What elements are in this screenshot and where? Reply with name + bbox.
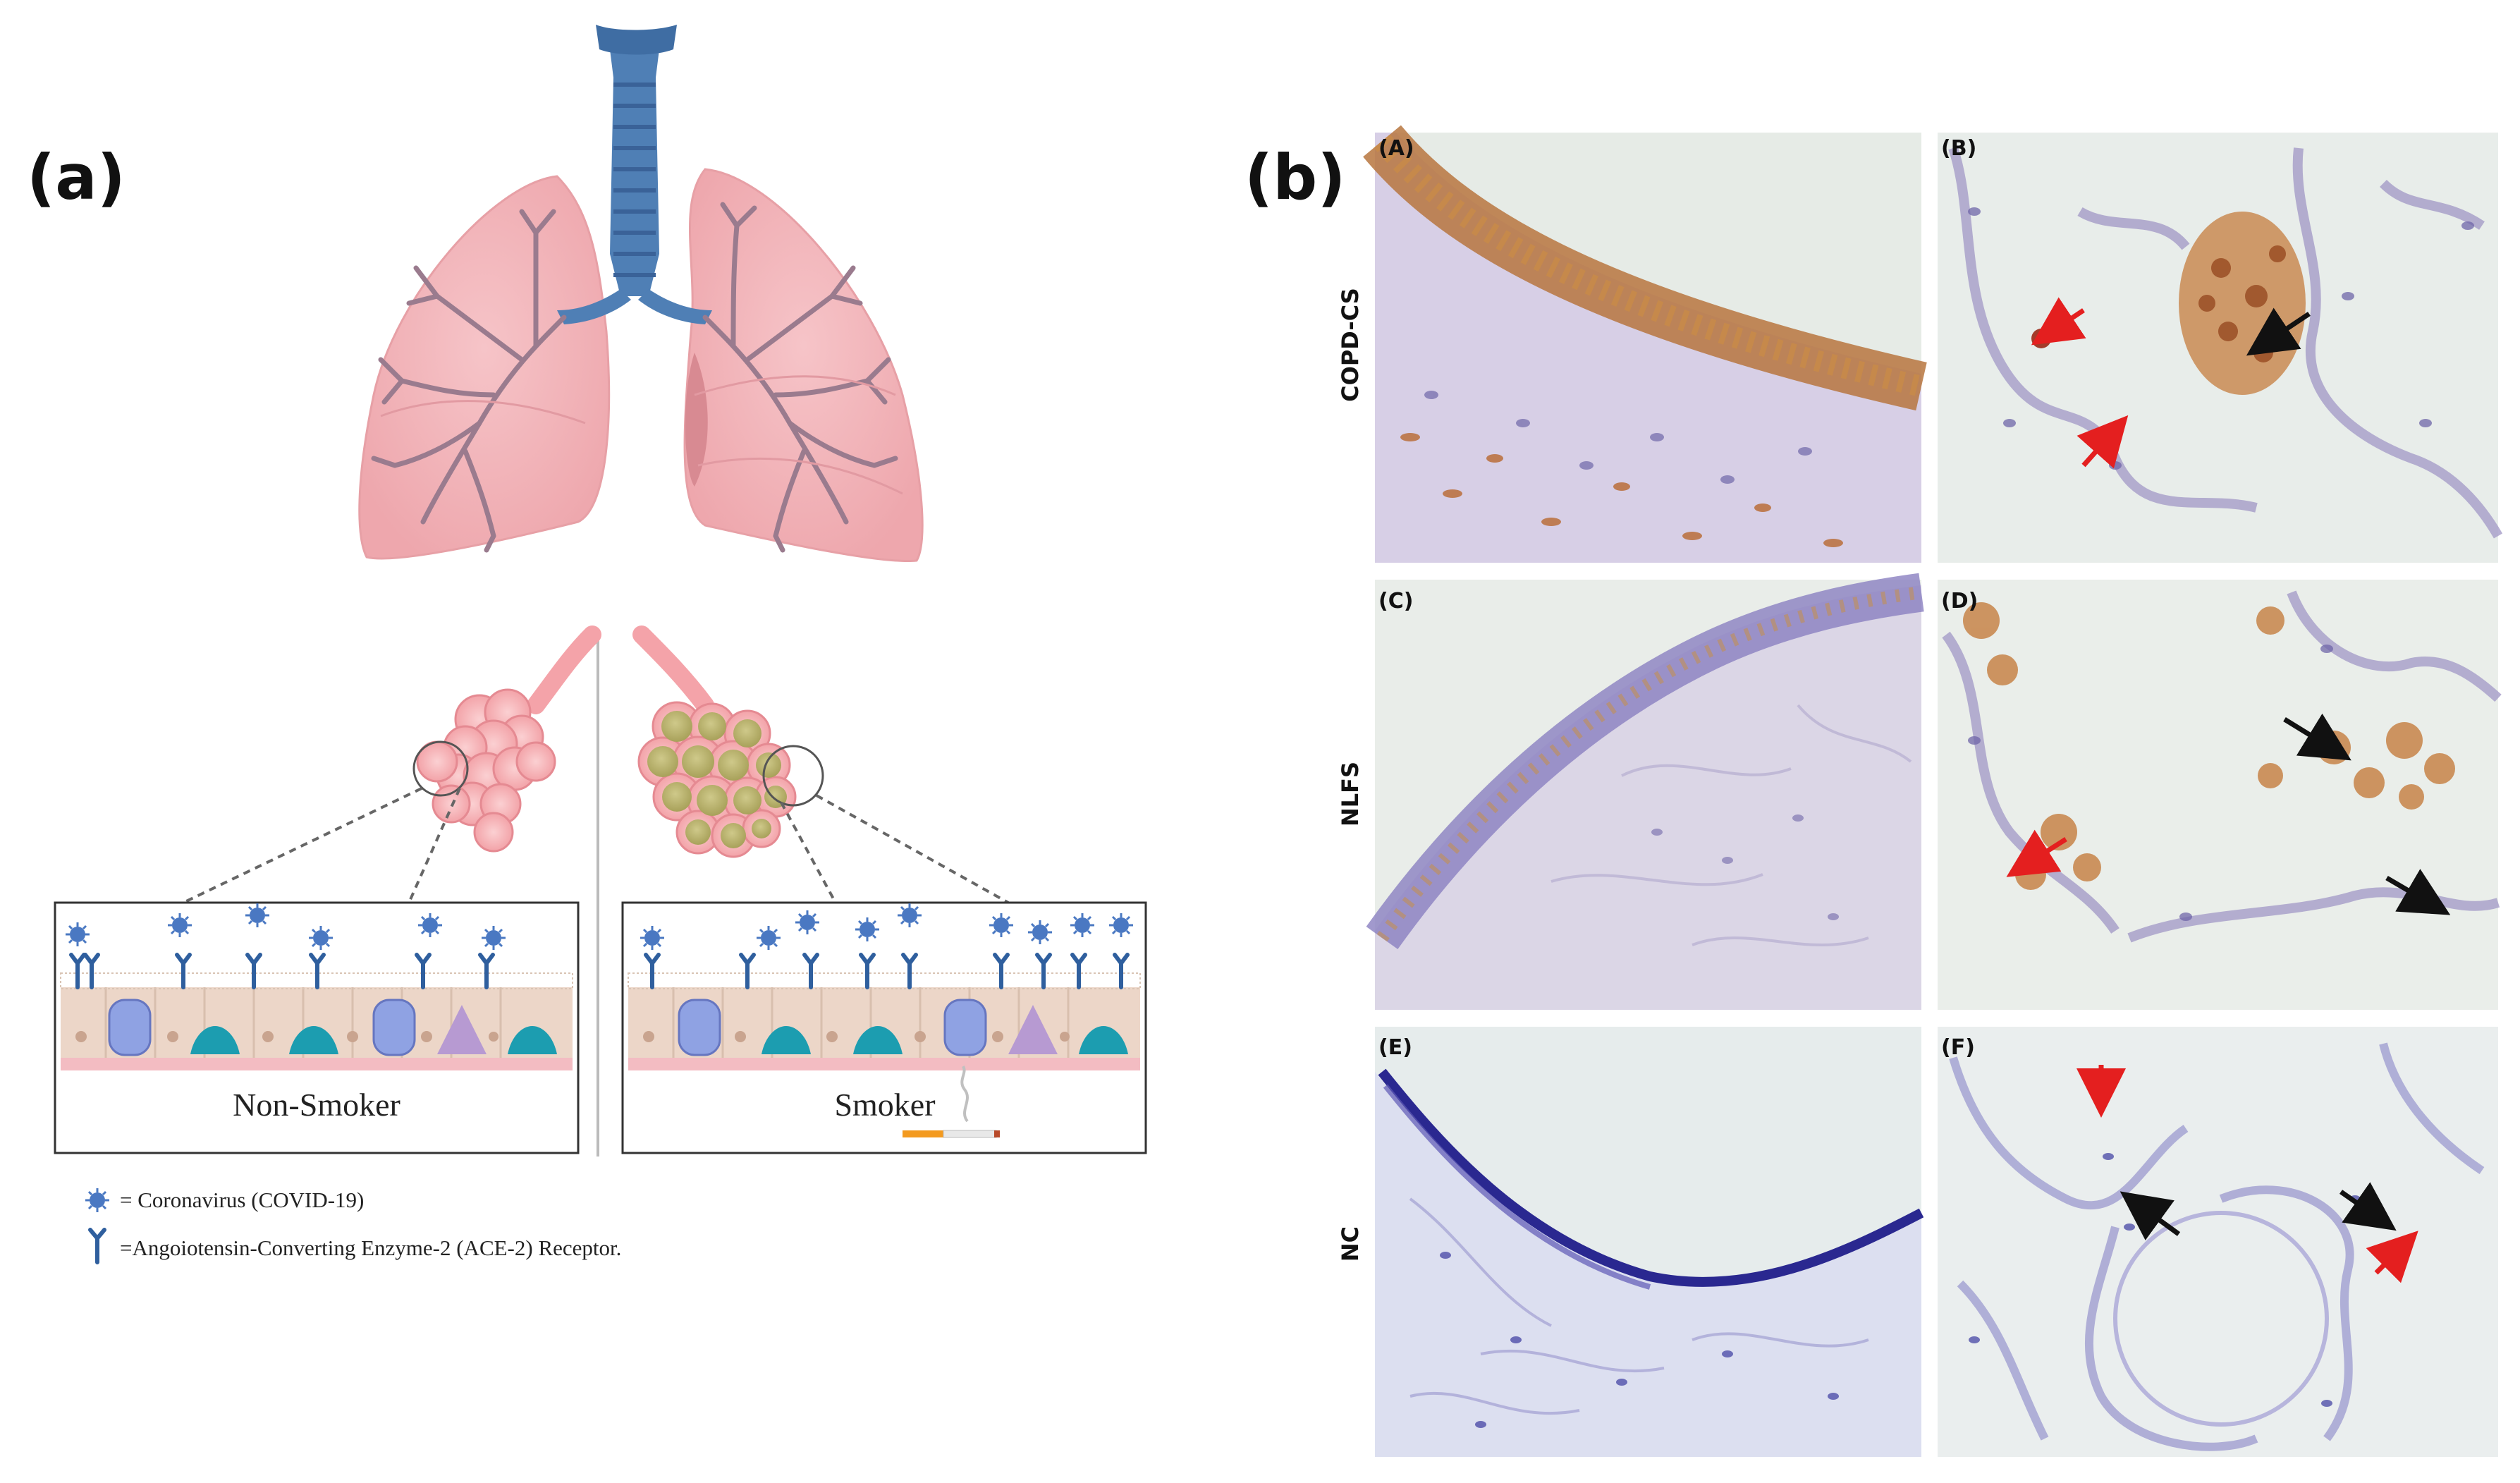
black-arrow: [2339, 1182, 2397, 1231]
micrograph-label-B: (B): [1941, 136, 1977, 161]
panel-b-label: (b): [1244, 141, 1346, 214]
alveoli-smoker: [632, 625, 1009, 904]
legend-ace2-receptor: =Angoiotensin-Converting Enzyme-2 (ACE-2…: [120, 1235, 622, 1260]
lungs-illustration: [358, 25, 924, 563]
smoker-caption: Smoker: [834, 1087, 936, 1123]
epithelium-non-smoker: [60, 902, 573, 1070]
black-arrow: [2283, 713, 2351, 761]
non-smoker-caption: Non-Smoker: [233, 1087, 400, 1123]
bronchial-tree-right: [702, 202, 898, 553]
black-arrow: [2385, 869, 2451, 915]
trachea: [557, 25, 712, 324]
panel-a-label: (a): [27, 141, 126, 214]
red-arrow: [2031, 297, 2086, 346]
epithelium-smoker: [628, 902, 1141, 1138]
micrograph-B: [1938, 133, 2503, 563]
red-arrow: [2006, 829, 2067, 877]
bronchial-tree-left: [371, 209, 567, 553]
micrograph-E: [1375, 1027, 1924, 1457]
micrograph-label-E: (E): [1378, 1035, 1412, 1060]
red-arrow: [2076, 415, 2129, 469]
row-label-nc: NC: [1337, 1226, 1364, 1262]
row-label-nlfs: NLFS: [1337, 761, 1364, 827]
cigarette-icon: [903, 1065, 1000, 1138]
black-arrow: [2120, 1191, 2181, 1240]
micrograph-label-F: (F): [1941, 1035, 1975, 1060]
legend-coronavirus: = Coronavirus (COVID-19): [120, 1188, 365, 1212]
coronavirus-icon: [84, 1187, 111, 1214]
micrograph-C: [1366, 573, 1924, 1010]
micrograph-D: [1938, 580, 2502, 1010]
micrograph-F: [1938, 1027, 2498, 1457]
micrograph-grid: [1363, 125, 2503, 1457]
alveoli-non-smoker: [183, 625, 601, 904]
micrograph-label-C: (C): [1378, 589, 1414, 614]
row-label-copd-cs: COPD-CS: [1337, 288, 1364, 402]
micrograph-label-D: (D): [1941, 589, 1978, 614]
micrograph-A: [1363, 125, 1927, 563]
micrograph-label-A: (A): [1378, 136, 1414, 161]
ace2-receptor-icon: [88, 1228, 106, 1264]
black-arrow: [2246, 307, 2311, 356]
red-arrow: [2366, 1231, 2418, 1283]
micrograph-arrows: [2006, 297, 2451, 1283]
